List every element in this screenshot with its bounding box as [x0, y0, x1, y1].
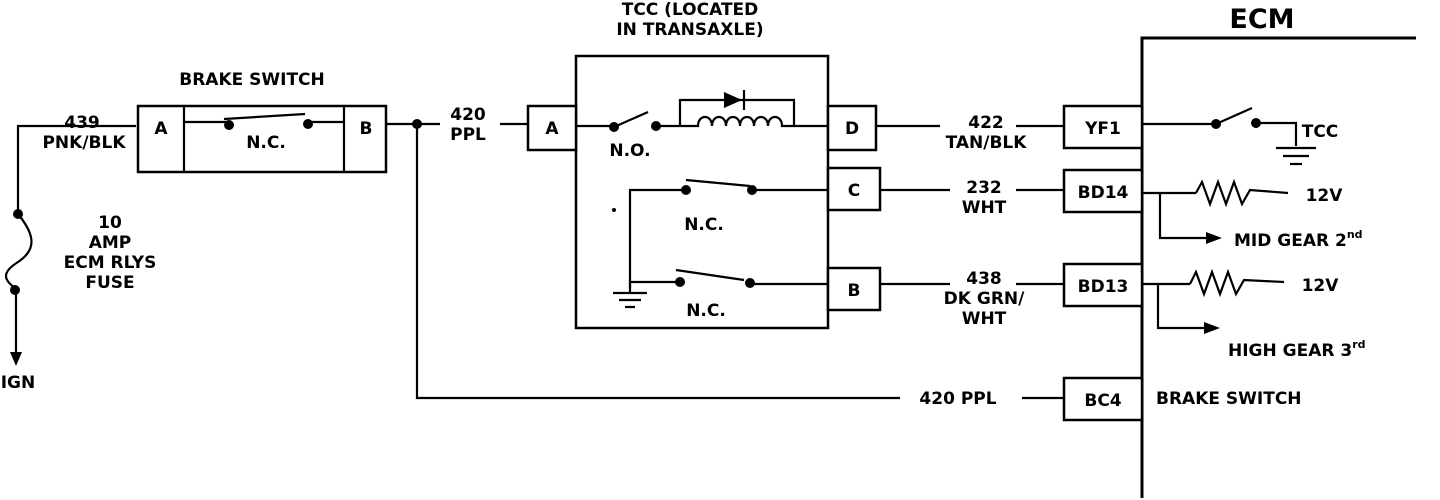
- brake-switch-pin-b: B: [360, 119, 373, 139]
- ecm-pin-bd13-box: [1062, 262, 1144, 308]
- fuse-element: [4, 213, 33, 291]
- wire-438-circuit: 438: [966, 269, 1002, 289]
- ecm-bd14-12v: 12V: [1306, 186, 1344, 206]
- resistor-bd14-icon: [1195, 178, 1289, 208]
- tcc-pin-d-box: [826, 104, 878, 152]
- wire-438-color-line1: DK GRN/: [944, 289, 1025, 309]
- tcc-nc2-dot-left: [675, 277, 685, 287]
- brake-switch-pin-a: A: [154, 119, 168, 139]
- wire-232-color: WHT: [962, 198, 1007, 218]
- ecm-tcc-label: TCC: [1302, 122, 1339, 142]
- fuse-label-line2: AMP: [89, 233, 132, 253]
- tcc-nc-wire: [628, 188, 686, 288]
- brake-switch-contact-dot-right: [303, 119, 313, 129]
- tcc-nc1-tick: [612, 208, 616, 212]
- tcc-no-contact: [613, 110, 649, 129]
- ecm-high-gear-wire: [1156, 284, 1208, 330]
- ecm-high-gear-label: HIGH GEAR 3rd: [1228, 338, 1366, 361]
- brake-switch: BRAKE SWITCH A B N.C.: [136, 70, 388, 174]
- wire-420-bottom-a: [415, 124, 900, 400]
- wire-420-top-circuit: 420: [450, 105, 486, 125]
- ecm-ground-icon: [1276, 146, 1316, 166]
- diode-icon: [724, 92, 742, 108]
- wire-422-color: TAN/BLK: [946, 133, 1028, 153]
- wire-422-circuit: 422: [968, 113, 1004, 133]
- tcc-pin-a: A: [545, 119, 559, 139]
- ign-label: IGN: [1, 373, 36, 393]
- tcc-no-label: N.O.: [609, 141, 650, 161]
- wire-420: 420 PPL 420 PPL: [386, 105, 1064, 409]
- wire-420-top-color: PPL: [450, 125, 486, 145]
- wire-439: [16, 124, 136, 212]
- solenoid-coil-icon: [680, 115, 828, 128]
- tcc-pin-a-box: [526, 104, 578, 152]
- ecm: ECM YF1 BD14 BD13 BC4 TCC 12V MID GEAR 2…: [1062, 4, 1416, 498]
- ign-arrow-icon: [10, 352, 22, 366]
- brake-switch-contact-dot-left: [224, 120, 234, 130]
- tcc-title-line2: IN TRANSAXLE): [616, 20, 763, 40]
- high-gear-sup: rd: [1352, 338, 1365, 351]
- ecm-pin-bd13: BD13: [1078, 277, 1129, 297]
- tcc-assembly: TCC (LOCATED IN TRANSAXLE) A D C B N.O. …: [526, 0, 882, 330]
- tcc-housing: [574, 54, 830, 330]
- ecm-title: ECM: [1229, 4, 1294, 35]
- tcc-nc2-contact: [675, 268, 745, 282]
- tcc-nc2-label: N.C.: [686, 301, 726, 321]
- ecm-mid-gear-label: MID GEAR 2nd: [1234, 228, 1363, 251]
- fuse-label-line1: 10: [98, 213, 122, 233]
- wire-439-circuit: 439: [64, 113, 100, 133]
- tcc-nc1-label: N.C.: [684, 215, 724, 235]
- tcc-pin-b: B: [848, 281, 861, 301]
- ecm-boundary: [1140, 36, 1416, 498]
- ecm-pin-bd14-box: [1062, 168, 1144, 214]
- tcc-nc1-dot-left: [681, 185, 691, 195]
- ecm-mid-gear-wire: [1158, 193, 1210, 240]
- ecm-tcc-switch: [1215, 106, 1253, 126]
- high-gear-arrow-icon: [1204, 322, 1220, 334]
- wire-232-circuit: 232: [966, 178, 1002, 198]
- tcc-ecm-wires: 422 TAN/BLK 232 WHT 438 DK GRN/ WHT: [876, 113, 1064, 329]
- tcc-pin-c: C: [848, 181, 860, 201]
- brake-switch-title: BRAKE SWITCH: [179, 70, 325, 90]
- ecm-pin-yf1-box: [1062, 104, 1144, 150]
- wire-438-color-line2: WHT: [962, 309, 1007, 329]
- ecm-pin-bd14: BD14: [1078, 183, 1129, 203]
- tcc-pin-d: D: [845, 119, 859, 139]
- ecm-pin-yf1: YF1: [1084, 119, 1121, 139]
- mid-gear-text: MID GEAR 2: [1234, 231, 1347, 251]
- resistor-bd13-icon: [1189, 268, 1285, 298]
- brake-switch-contact: [223, 112, 306, 121]
- ecm-bd13-12v: 12V: [1302, 276, 1340, 296]
- ecm-pin-bc4-box: [1062, 376, 1144, 422]
- tcc-title-line1: TCC (LOCATED: [622, 0, 759, 20]
- mid-gear-sup: nd: [1347, 228, 1363, 241]
- tcc-ground-icon: [613, 282, 647, 309]
- ecm-tcc-ground-wire: [1256, 121, 1298, 146]
- fuse-circuit: 439 PNK/BLK 10 AMP ECM RLYS FUSE IGN: [1, 113, 157, 393]
- tcc-nc1-contact: [685, 178, 751, 188]
- brake-switch-nc-label: N.C.: [246, 133, 286, 153]
- ecm-brake-switch-label: BRAKE SWITCH: [1156, 389, 1302, 409]
- fuse-label-line3: ECM RLYS: [64, 253, 157, 273]
- high-gear-text: HIGH GEAR 3: [1228, 341, 1352, 361]
- tcc-pin-b-box: [826, 266, 882, 312]
- fuse-label-line4: FUSE: [85, 273, 134, 293]
- ecm-pin-bc4: BC4: [1084, 391, 1121, 411]
- wire-420-bottom-label: 420 PPL: [919, 389, 996, 409]
- mid-gear-arrow-icon: [1206, 232, 1222, 244]
- wire-439-color: PNK/BLK: [42, 133, 126, 153]
